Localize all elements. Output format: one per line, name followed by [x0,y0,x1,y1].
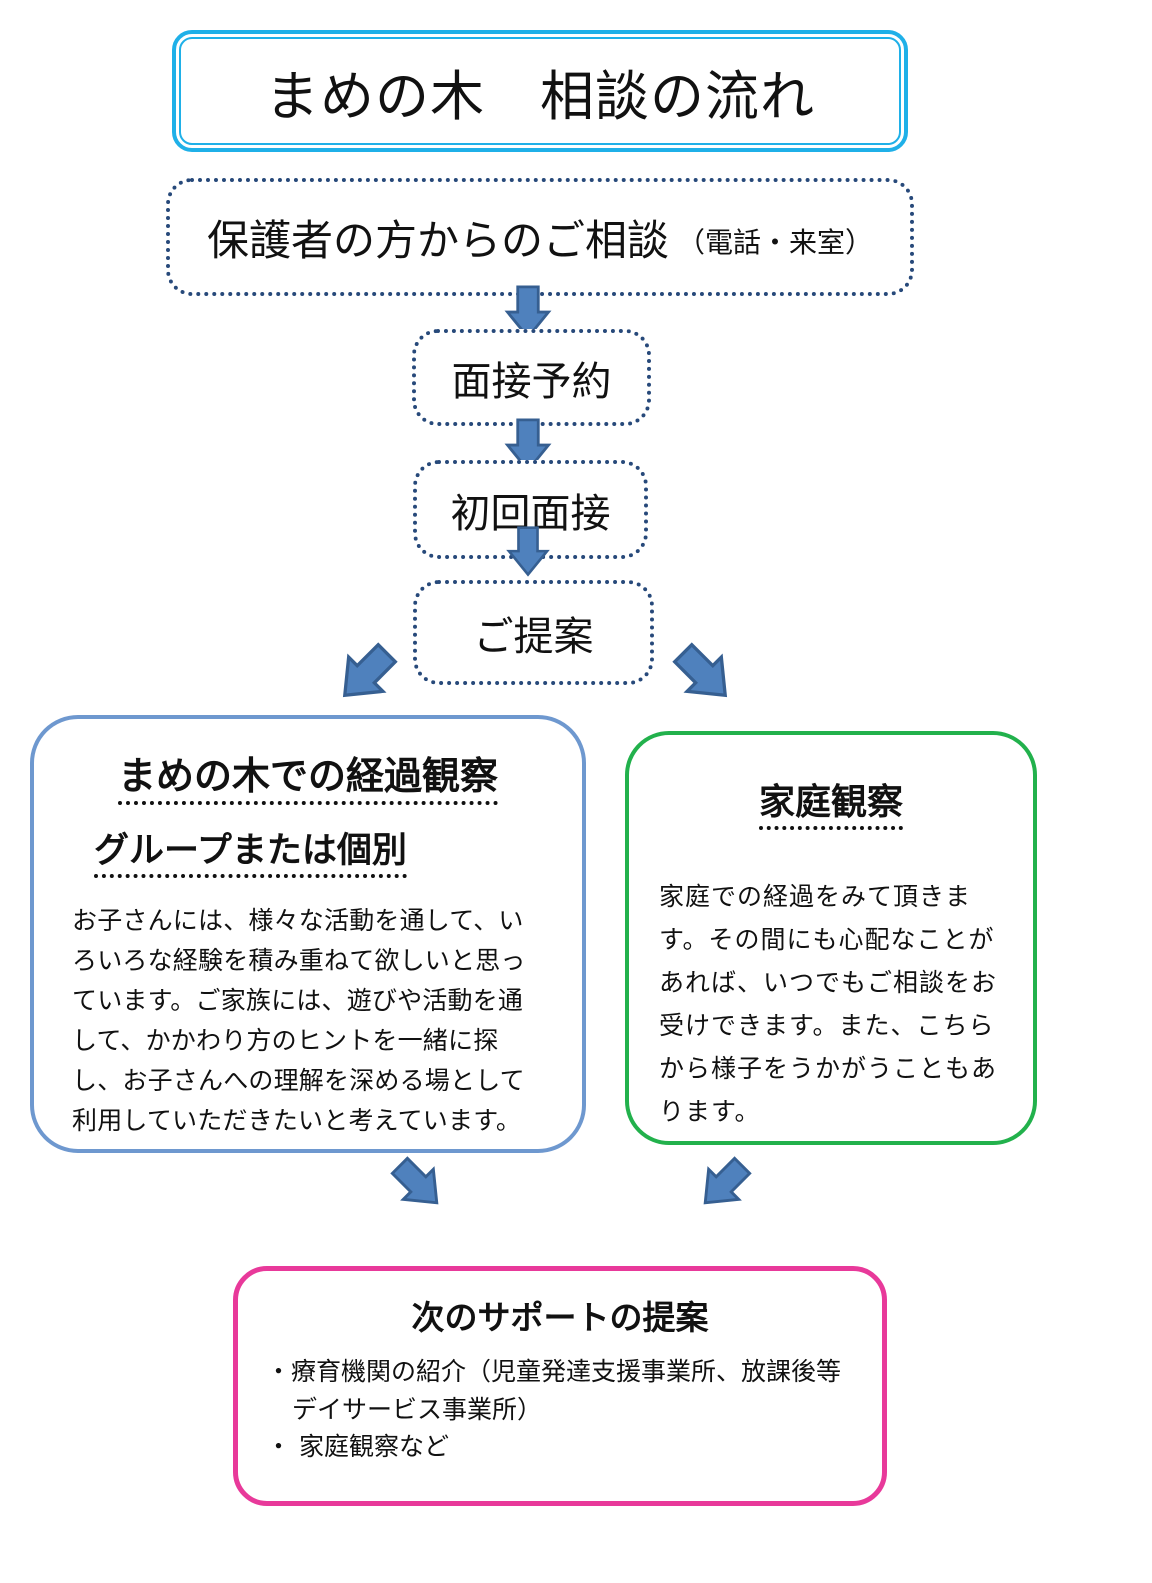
step-first-interview: 初回面接 [413,460,648,559]
down-arrow-icon [500,416,556,476]
observation-body: お子さんには、様々な活動を通して、いろいろな経験を積み重ねて欲しいと思っています… [72,906,526,1135]
step-consultation-label: 保護者の方からのご相談 [206,215,669,265]
step-consultation-sublabel: （電話・来室） [677,226,874,259]
list-item: ・ 家庭観察など [266,1432,449,1461]
down-arrow-icon [500,283,556,343]
next-support-list: ・療育機関の紹介（児童発達支援事業所、放課後等デイサービス事業所） ・ 家庭観察… [266,1353,854,1466]
step-reservation: 面接予約 [412,329,651,426]
page-title: まめの木 相談の流れ [179,37,901,145]
home-observation-heading: 家庭観察 [659,773,1003,830]
down-arrow-icon [502,524,554,580]
list-item: ・療育機関の紹介（児童発達支援事業所、放課後等デイサービス事業所） [266,1357,842,1424]
diagonal-down-right-arrow-icon [377,1143,462,1228]
diagonal-down-left-arrow-icon [317,627,413,723]
step-consultation: 保護者の方からのご相談 （電話・来室） [166,178,914,296]
observation-heading-label: まめの木での経過観察 [117,754,498,805]
step-reservation-label: 面接予約 [451,358,612,405]
home-observation-heading-label: 家庭観察 [758,782,903,830]
diagonal-down-left-arrow-icon [681,1143,766,1228]
observation-heading: まめの木での経過観察 [72,745,544,805]
next-support-box: 次のサポートの提案 ・療育機関の紹介（児童発達支援事業所、放課後等デイサービス事… [233,1266,887,1506]
title-box: まめの木 相談の流れ [172,30,908,152]
home-observation-box: 家庭観察 家庭での経過をみて頂きます。その間にも心配なことがあれば、いつでもご相… [625,731,1037,1145]
observation-subheading: グループまたは個別 [94,822,544,878]
observation-box: まめの木での経過観察 グループまたは個別 お子さんには、様々な活動を通して、いろ… [30,715,586,1153]
step-proposal-label: ご提案 [473,613,594,660]
home-observation-body: 家庭での経過をみて頂きます。その間にも心配なことがあれば、いつでもご相談をお受け… [659,882,998,1126]
next-support-heading: 次のサポートの提案 [411,1298,709,1337]
diagonal-down-right-arrow-icon [657,627,753,723]
observation-subheading-label: グループまたは個別 [94,831,407,878]
step-proposal: ご提案 [413,580,654,685]
